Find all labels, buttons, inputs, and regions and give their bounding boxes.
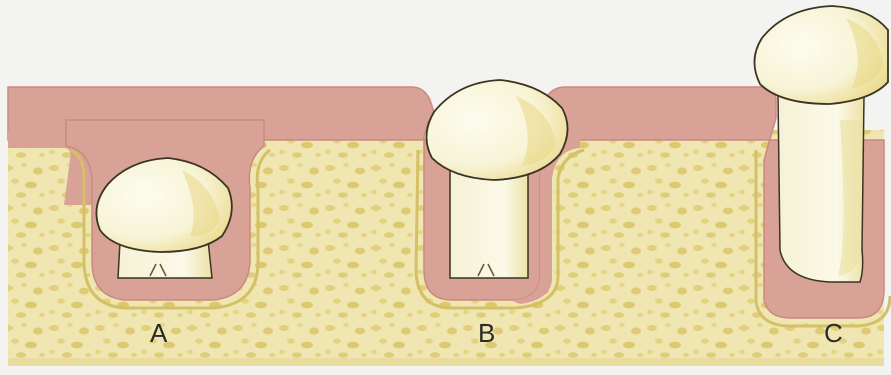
- label-a: A: [150, 318, 168, 348]
- label-c: C: [824, 318, 843, 348]
- bone-bottom-edge: [8, 358, 884, 366]
- label-b: B: [478, 318, 495, 348]
- tooth-b-root: [450, 168, 528, 278]
